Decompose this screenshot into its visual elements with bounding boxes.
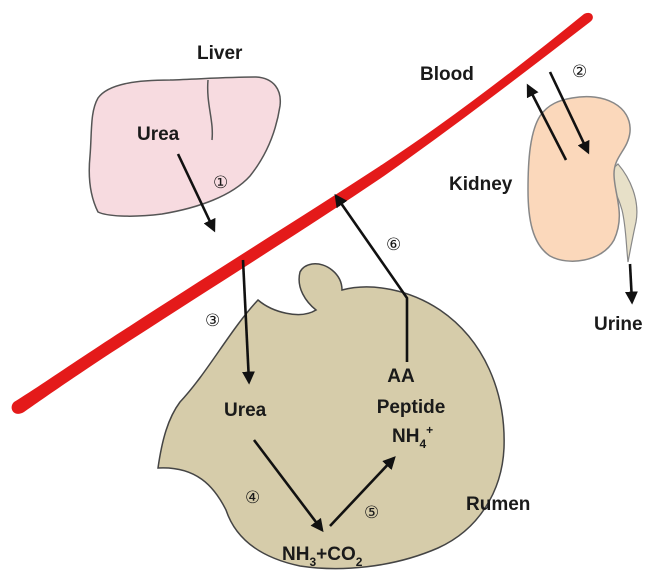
rumen-label: Rumen — [466, 494, 530, 515]
rumen-urea-label: Urea — [224, 400, 267, 421]
kidney-shape — [528, 97, 630, 262]
step-5-label: ⑤ — [364, 503, 379, 523]
step-2-label: ② — [572, 62, 587, 82]
liver-label: Liver — [197, 43, 243, 64]
liver-shape — [89, 77, 280, 216]
step-6-label: ⑥ — [386, 235, 401, 255]
urine-label: Urine — [594, 314, 643, 335]
aa-label: AA — [387, 366, 415, 387]
rumen-shape — [158, 264, 504, 569]
arrow-to-urine — [630, 264, 632, 302]
step-3-label: ③ — [205, 311, 220, 331]
peptide-label: Peptide — [377, 397, 446, 418]
kidney-label: Kidney — [449, 174, 513, 195]
blood-label: Blood — [420, 64, 474, 85]
step-1-label: ① — [213, 173, 228, 193]
step-4-label: ④ — [245, 488, 260, 508]
liver-urea-label: Urea — [137, 124, 180, 145]
